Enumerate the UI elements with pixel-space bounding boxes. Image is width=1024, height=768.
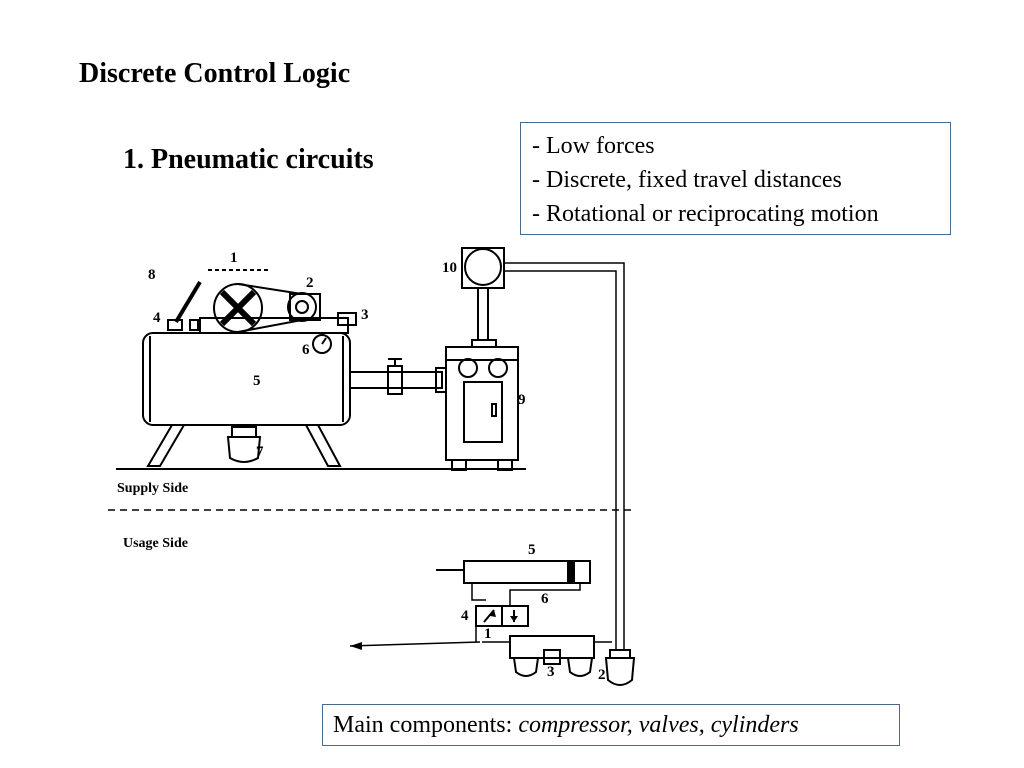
- frl-unit: [509, 635, 595, 659]
- properties-box: - Low forces - Discrete, fixed travel di…: [520, 122, 951, 235]
- label-pulley-2: 2: [306, 275, 314, 291]
- supply-line: [504, 262, 625, 650]
- tank-leg-right: [304, 424, 342, 467]
- label-drain-7: 7: [256, 444, 264, 460]
- label-usage-5: 5: [528, 542, 536, 558]
- property-item: - Discrete, fixed travel distances: [532, 167, 842, 193]
- usage-side-label: Usage Side: [123, 536, 188, 551]
- property-item: - Low forces: [532, 133, 655, 159]
- label-gauge-6: 6: [302, 342, 310, 358]
- dryer-gauge-right: [488, 358, 508, 378]
- dryer-unit: [445, 346, 519, 461]
- label-compressor-1: 1: [230, 250, 238, 266]
- label-dryer-9: 9: [518, 392, 526, 408]
- label-usage-2: 2: [598, 667, 606, 683]
- label-usage-4: 4: [461, 608, 469, 624]
- slide-title: Discrete Control Logic: [79, 58, 351, 89]
- label-valve-4: 4: [153, 310, 161, 326]
- cylinder: [463, 560, 591, 584]
- label-tank-5: 5: [253, 373, 261, 389]
- label-usage-3: 3: [547, 664, 555, 680]
- label-usage-6: 6: [541, 591, 549, 607]
- compressor-pulley: [287, 292, 317, 322]
- main-components-prefix: Main components:: [333, 712, 519, 738]
- tank-leg-left: [146, 424, 186, 467]
- property-item: - Rotational or reciprocating motion: [532, 201, 879, 227]
- label-lever-8: 8: [148, 267, 156, 283]
- line-pressure-gauge: [464, 248, 502, 286]
- label-gauge-10: 10: [442, 260, 457, 276]
- receiver-tank: [142, 332, 351, 426]
- label-usage-1: 1: [484, 626, 492, 642]
- main-components-items: compressor, valves, cylinders: [518, 712, 799, 738]
- supply-side-label: Supply Side: [117, 481, 188, 496]
- main-components-box: Main components: compressor, valves, cyl…: [322, 704, 900, 746]
- slide-subtitle: 1. Pneumatic circuits: [123, 144, 374, 175]
- label-outlet-3: 3: [361, 307, 369, 323]
- tank-pressure-gauge: [312, 334, 332, 354]
- dryer-gauge-left: [458, 358, 478, 378]
